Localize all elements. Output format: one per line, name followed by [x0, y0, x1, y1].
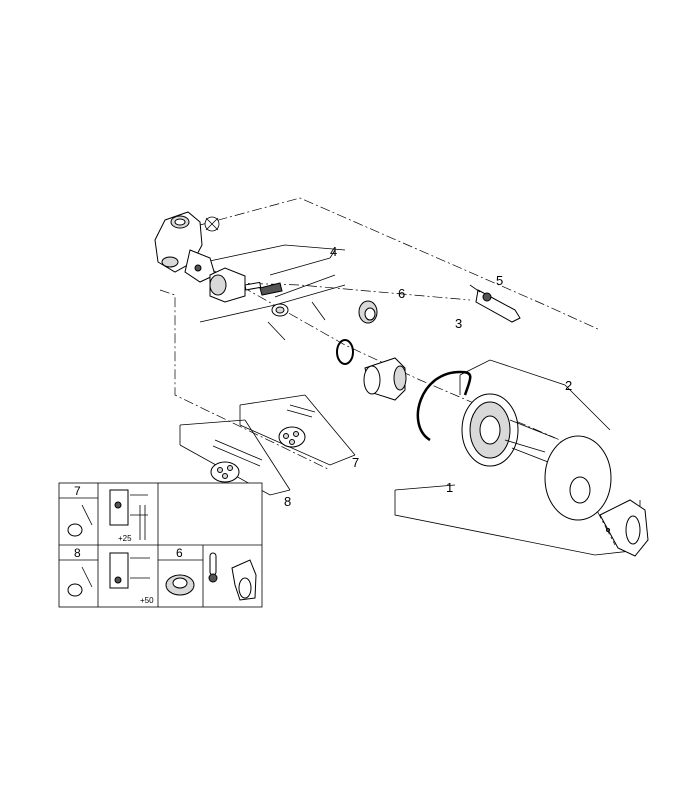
inset-row1-number: 7: [74, 484, 81, 498]
inset-row1-valve-sketch: [109, 489, 148, 526]
part-8-callout-frame: [179, 419, 291, 496]
inset-reference-table: 7 8 6 +25 +50: [58, 482, 263, 608]
thermometer-icon: [208, 552, 218, 583]
inset-dim-plus50: +50: [140, 596, 154, 605]
inset-dim-plus25: +25: [118, 534, 132, 543]
lever-handle: [599, 499, 649, 557]
part-5-spindle: [469, 284, 521, 323]
inset-row1-part-sketch: [67, 504, 93, 537]
label-part-8: 8: [284, 494, 291, 509]
part-2-mounting-plate: [461, 393, 556, 467]
no-tool-icon: [204, 216, 220, 232]
inset-row2-valve-sketch: [109, 552, 150, 589]
label-part-3: 3: [455, 316, 462, 331]
escutcheon-cover: [544, 435, 612, 521]
label-part-2: 2: [565, 378, 572, 393]
inset-handle-sketch: [231, 559, 257, 601]
retaining-ring: [416, 370, 472, 442]
valve-body: [154, 211, 216, 283]
label-part-1: 1: [446, 480, 453, 495]
part-6-cap: [358, 300, 378, 324]
inset-row2-mid-number: 6: [176, 546, 183, 560]
part-8-cartridge: [210, 439, 263, 483]
label-part-7: 7: [352, 455, 359, 470]
inset-cap-sketch: [165, 574, 195, 596]
label-part-6: 6: [398, 286, 405, 301]
part-7-callout-frame: [239, 394, 356, 466]
label-part-4: 4: [330, 244, 337, 259]
inset-row2-number: 8: [74, 546, 81, 560]
inset-row1-wall-sketch: [139, 505, 146, 540]
part-7-cartridge: [278, 404, 316, 448]
label-part-5: 5: [496, 273, 503, 288]
part-2-callout-frame: [459, 359, 611, 431]
inset-row2-part-sketch: [67, 566, 93, 597]
part-3-sleeve: [336, 339, 407, 401]
part-4-cartridge: [209, 267, 326, 341]
